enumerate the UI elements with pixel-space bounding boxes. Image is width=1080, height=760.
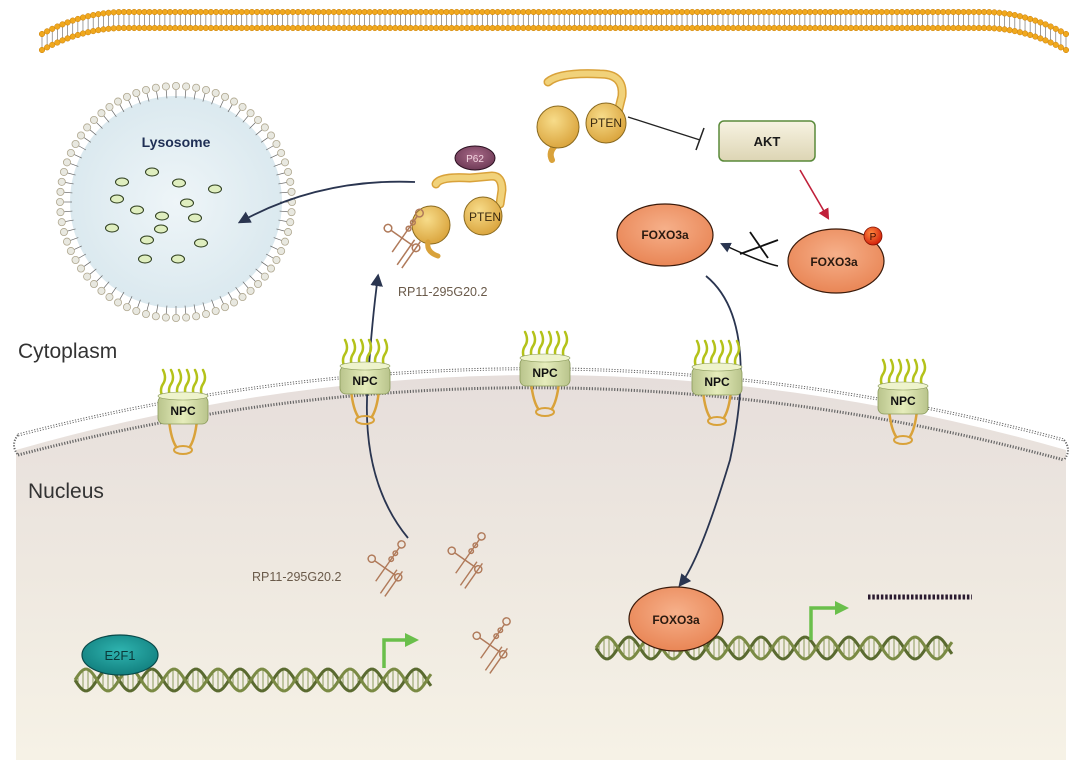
- vesicle: [145, 167, 159, 177]
- akt-label: AKT: [754, 134, 781, 149]
- vesicle: [110, 194, 124, 204]
- vesicle: [188, 213, 202, 223]
- plasma-membrane: [38, 8, 1070, 54]
- npc-label: NPC: [352, 374, 378, 388]
- vesicle: [130, 205, 144, 215]
- degradation-arrow: [237, 180, 416, 224]
- foxo3a-phosphorylated-label: FOXO3a: [810, 255, 858, 269]
- nuclear-pore-complex: NPC: [691, 339, 743, 426]
- vesicle: [180, 198, 194, 208]
- e2f1-protein: E2F1: [81, 634, 159, 676]
- vesicle: [105, 223, 119, 233]
- nuclear-pore-complex: NPC: [877, 358, 929, 445]
- lysosome: Lysosome: [56, 82, 296, 322]
- nucleus-label: Nucleus: [28, 480, 104, 503]
- vesicle: [154, 224, 168, 234]
- p62-protein: [454, 145, 496, 171]
- pten-akt-inhibition: [627, 116, 705, 151]
- e2f1-label: E2F1: [104, 648, 135, 663]
- nuclear-pore-complex: NPC: [519, 330, 571, 417]
- vesicle: [115, 177, 129, 187]
- tss-arrow-left: [382, 633, 419, 668]
- lncrna-molecule: [472, 617, 511, 674]
- akt-box: AKT: [718, 120, 816, 162]
- vesicle: [172, 178, 186, 188]
- npc-label: NPC: [704, 375, 730, 389]
- lysosome-label: Lysosome: [142, 134, 211, 150]
- foxo3a-nuclear: FOXO3a: [628, 586, 724, 652]
- npc-label: NPC: [532, 366, 558, 380]
- lncrna-molecule: [367, 540, 406, 597]
- vesicle: [138, 254, 152, 264]
- lncrna-cytoplasmic-label: RP11-295G20.2: [398, 285, 487, 299]
- lncrna-molecule: [447, 532, 486, 589]
- nuclear-pore-complex: NPC: [339, 338, 391, 425]
- foxo3a-cytoplasmic: FOXO3a: [616, 203, 714, 267]
- foxo3a-phosphorylated: FOXO3a P: [787, 226, 885, 294]
- lncrna-molecule: [383, 208, 424, 269]
- p62-label: P62: [466, 154, 484, 165]
- lncrna-cytoplasmic-structure: [383, 208, 424, 269]
- foxo3a-translocation-arrow: [678, 275, 742, 587]
- vesicle: [155, 211, 169, 221]
- foxo3a-nuclear-label: FOXO3a: [652, 613, 700, 627]
- phospho-label: P: [870, 232, 877, 243]
- tss-arrow-right: [809, 601, 849, 640]
- blocked-arrow: [720, 231, 779, 267]
- lysosome-vesicles: [105, 167, 222, 264]
- pten-bound-label: PTEN: [469, 210, 501, 224]
- vesicle: [194, 238, 208, 248]
- pten-free: PTEN: [536, 69, 627, 163]
- vesicle: [208, 184, 222, 194]
- foxo3a-cytoplasmic-label: FOXO3a: [641, 228, 689, 242]
- lncrna-nuclear-label: RP11-295G20.2: [252, 570, 341, 584]
- pten-free-label: PTEN: [590, 116, 622, 130]
- cytoplasm-label: Cytoplasm: [18, 340, 117, 363]
- nuclear-pore-complex: NPC: [157, 368, 209, 455]
- phosphorylation-arrow: [799, 169, 830, 220]
- nucleus-region: [16, 375, 1066, 760]
- lncrna-nuclear-structures: [367, 532, 511, 674]
- npc-label: NPC: [890, 394, 916, 408]
- vesicle: [171, 254, 185, 264]
- p62-pten-complex: PTEN P62: [411, 145, 507, 259]
- npc-label: NPC: [170, 404, 196, 418]
- vesicle: [140, 235, 154, 245]
- phospho-group-icon: [863, 226, 883, 246]
